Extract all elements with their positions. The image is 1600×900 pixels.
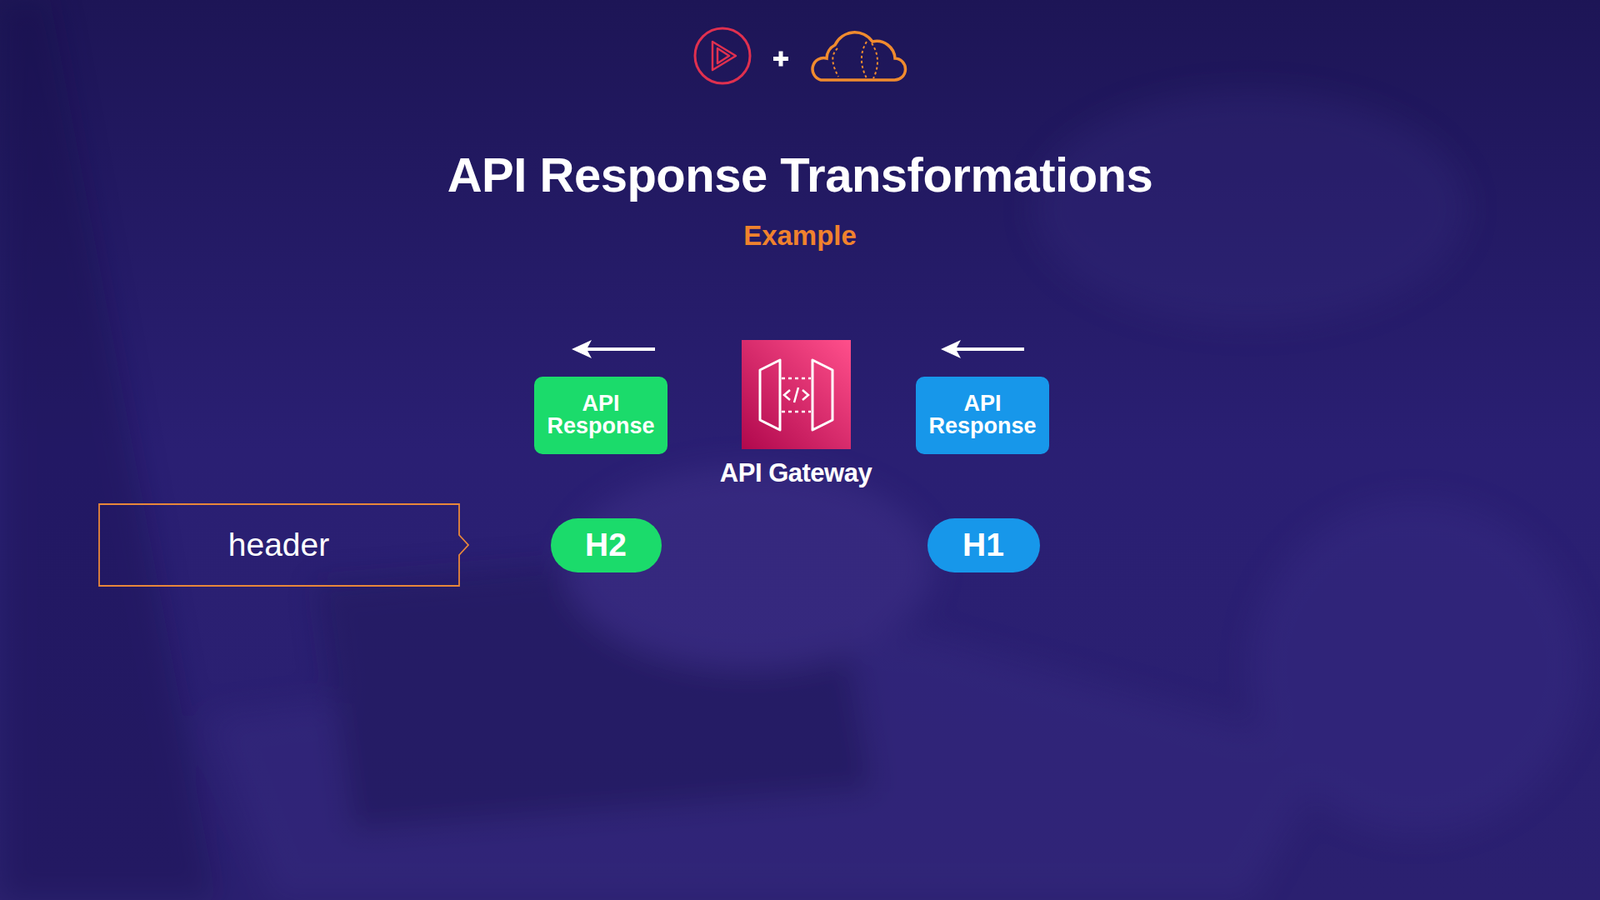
response-box: API Response	[915, 376, 1050, 455]
response-box: API Response	[534, 376, 668, 455]
pluralsight-logo	[695, 28, 750, 84]
node-text: API Response	[925, 392, 1040, 438]
node-text: API Response	[544, 392, 658, 438]
node-text: H1	[962, 527, 1005, 564]
api-gateway-icon	[741, 340, 851, 450]
plus-sign	[773, 51, 789, 67]
callout-box: header	[98, 503, 470, 587]
header-pill: H1	[927, 518, 1040, 573]
slide-title: API Response Transformations	[447, 147, 1154, 202]
cloud-logo	[812, 32, 905, 80]
node-label: API Gateway	[679, 459, 913, 488]
header-pill: H2	[550, 518, 662, 573]
gateway-node: API Gateway	[679, 340, 913, 488]
callout-text: header	[228, 527, 330, 564]
flow-arrow	[571, 340, 655, 359]
flow-arrow	[940, 340, 1025, 359]
subtitle: Example	[0, 220, 1600, 252]
node-text: H2	[585, 527, 627, 564]
